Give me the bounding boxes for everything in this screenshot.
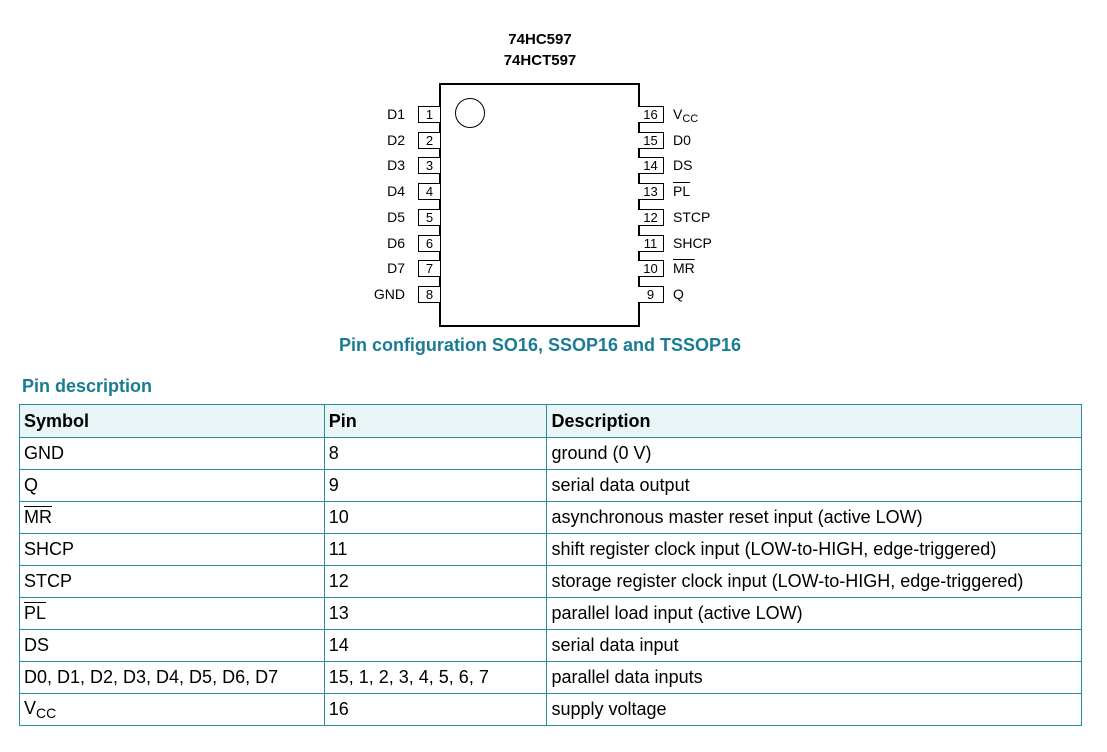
pin-11: SHCP 11 [638,234,758,253]
pin-7: D7 7 [340,259,440,278]
cell-description: parallel load input (active LOW) [546,597,1082,630]
cell-pin: 11 [323,533,548,566]
pin-name: D3 [387,157,405,174]
pin-number: 13 [638,183,664,201]
cell-symbol: STCP [19,565,325,598]
pin-name: PL [673,183,691,200]
pin-number: 11 [638,234,664,252]
cell-description: serial data input [546,629,1082,662]
diagram-caption: Pin configuration SO16, SSOP16 and TSSOP… [338,335,742,355]
cell-description: storage register clock input (LOW-to-HIG… [546,565,1082,598]
pin-number: 2 [418,131,440,149]
pin-16: VCC 16 [638,105,758,125]
pin-number: 7 [418,260,440,278]
cell-symbol: PL [19,597,325,630]
cell-symbol: Q [19,469,325,502]
chip-title-hct: 74HCT597 [503,52,577,69]
pin-number: 1 [418,106,440,123]
pin-number: 5 [418,208,440,226]
cell-description: asynchronous master reset input (active … [546,501,1082,534]
pin-name: D1 [387,106,405,122]
pin-name: D6 [387,234,405,251]
cell-description: shift register clock input (LOW-to-HIGH,… [546,533,1082,566]
cell-symbol: MR [19,501,325,534]
pin-name: STCP [673,208,711,225]
pin-number: 4 [418,183,440,201]
pin-name: SHCP [673,234,712,251]
cell-symbol: SHCP [19,533,325,566]
cell-symbol: VCC [19,693,325,726]
pin-1: D1 1 [340,105,440,124]
cell-pin: 16 [323,693,548,726]
pin-5: D5 5 [340,208,440,227]
pin-15: D0 15 [638,131,758,150]
cell-symbol: GND [19,437,325,470]
pin-number: 8 [418,285,440,303]
column-header-symbol: Symbol [19,404,325,438]
column-header-description: Description [546,404,1082,438]
pin-name: D5 [387,208,405,225]
pin-6: D6 6 [340,234,440,253]
pin-name: D7 [387,260,405,277]
cell-pin: 10 [323,501,548,534]
pin-number: 12 [638,208,664,226]
cell-pin: 12 [323,565,548,598]
cell-description: serial data output [546,469,1082,502]
pin-number: 16 [638,106,664,123]
cell-symbol: D0, D1, D2, D3, D4, D5, D6, D7 [19,661,325,694]
chip-title-hc: 74HC597 [508,31,572,48]
pin-3: D3 3 [340,156,440,175]
pin-name: GND [373,285,405,302]
cell-symbol: DS [19,629,325,662]
pin1-notch-icon [455,98,485,128]
pin-name: D4 [387,183,405,200]
cell-pin: 15, 1, 2, 3, 4, 5, 6, 7 [323,661,548,694]
pin-number: 10 [638,260,664,278]
pin-2: D2 2 [340,131,440,150]
pin-name: MR [673,260,695,277]
column-header-pin: Pin [323,404,548,438]
cell-pin: 14 [323,629,548,662]
pin-number: 6 [418,234,440,252]
cell-description: parallel data inputs [546,661,1082,694]
cell-description: ground (0 V) [546,437,1082,470]
pin-name: DS [673,157,693,174]
section-heading: Pin description [22,376,153,396]
cell-pin: 8 [323,437,548,470]
chip-body [439,83,640,327]
pin-14: DS 14 [638,156,758,175]
pin-name: Q [673,285,684,302]
cell-pin: 13 [323,597,548,630]
pin-name: D0 [673,131,691,148]
table-header-row: Symbol Pin Description [19,404,1082,438]
pin-12: STCP 12 [638,208,758,227]
pin-name: D2 [387,131,405,148]
pin-4: D4 4 [340,182,440,201]
pin-name: VCC [673,106,699,125]
cell-pin: 9 [323,469,548,502]
pin-8: GND 8 [340,285,440,304]
pin-number: 9 [638,285,664,303]
pin-number: 14 [638,157,664,175]
cell-description: supply voltage [546,693,1082,726]
pin-10: MR 10 [638,259,758,278]
pin-number: 15 [638,131,664,149]
pin-13: PL 13 [638,182,758,201]
pin-number: 3 [418,157,440,175]
